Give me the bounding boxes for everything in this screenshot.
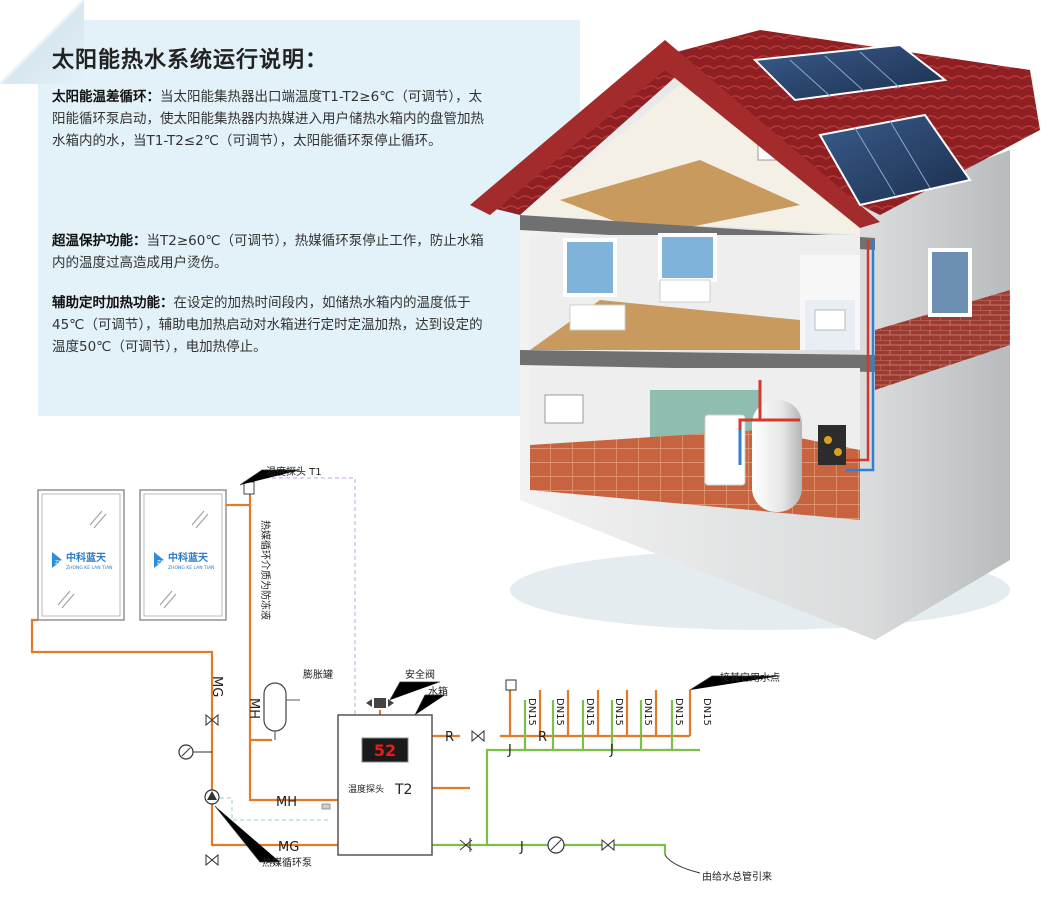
label-expansion-tank: 膨胀罐: [303, 668, 333, 681]
controller-box: [544, 394, 584, 424]
system-schematic: ZKL 中科蓝天 ZHONG KE LAN TIAN ZKL 中科蓝天 ZHON…: [30, 465, 780, 883]
label-other-outlets: 接其它用水点: [720, 671, 780, 684]
house-illustration: [470, 30, 1040, 640]
label-water-tank: 水箱: [428, 685, 448, 698]
temperature-display: [361, 737, 409, 763]
roof-edge: [470, 40, 880, 228]
section-heading: 辅助定时加热功能：: [52, 295, 174, 311]
label-t1-sensor: 温度探头 T1: [266, 465, 322, 478]
side-window: [928, 248, 972, 317]
section-heading: 太阳能温差循环：: [52, 89, 160, 105]
brand-name: 中科蓝天: [168, 551, 209, 564]
label-water-supply: 由给水总管引来: [702, 870, 772, 883]
display-value: 52: [374, 741, 396, 760]
logo-mark: ZKL: [55, 560, 65, 566]
label-mh: MH: [276, 795, 297, 810]
washbasin: [814, 309, 846, 331]
label-safety-valve: 安全阀: [405, 668, 435, 681]
sensor-wire-t1: [258, 477, 356, 790]
label-r: R: [445, 730, 454, 745]
label-j: J: [519, 840, 524, 855]
house-side-wall: [875, 150, 1010, 640]
section-aux-heating: 辅助定时加热功能：在设定的加热时间段内，如储热水箱内的温度低于45℃（可调节），…: [52, 292, 492, 358]
window: [563, 238, 617, 297]
section-body: 当太阳能集热器出口端温度T1-T2≥6℃（可调节），太阳能循环泵启动，使太阳能集…: [52, 89, 484, 149]
label-loop-fluid: 热媒循环介质为防冻液: [259, 520, 272, 620]
brand-name: 中科蓝天: [66, 551, 107, 564]
label-dn15: DN15: [701, 698, 712, 726]
valve: [601, 838, 615, 852]
valve: [205, 853, 219, 867]
t1-sensor: [243, 481, 255, 495]
label-dn15: DN15: [673, 698, 684, 726]
check-valve: [459, 838, 473, 852]
storage-tank: [752, 400, 802, 512]
label-mg-vertical: MG: [209, 676, 224, 697]
t2-sensor: [321, 803, 331, 810]
radiator: [569, 304, 626, 331]
sensor-wire-t2: [220, 797, 330, 821]
air-vent: [505, 679, 517, 691]
brick-band: [875, 290, 1010, 390]
page-fold: [0, 0, 84, 84]
label-j: J: [609, 743, 614, 758]
label-dn15: DN15: [584, 698, 595, 726]
section-heading: 超温保护功能：: [52, 233, 147, 249]
label-mh-vertical: MH: [246, 698, 261, 719]
collector-logo: ZKL 中科蓝天 ZHONG KE LAN TIAN: [52, 551, 113, 571]
valve: [471, 729, 485, 743]
window: [658, 233, 717, 282]
valve: [205, 713, 219, 727]
label-t2: T2: [394, 782, 412, 798]
logo-mark: ZKL: [157, 560, 167, 566]
label-circulation-pump: 热媒循环泵: [262, 856, 312, 869]
brand-subtitle: ZHONG KE LAN TIAN: [168, 565, 215, 571]
label-dn15: DN15: [613, 698, 624, 726]
label-r: R: [538, 730, 547, 745]
info-panel: [38, 20, 580, 416]
label-dn15: DN15: [642, 698, 653, 726]
attic-floor: [560, 160, 800, 235]
pump-station: [818, 425, 846, 465]
label-j: J: [507, 743, 512, 758]
brand-subtitle: ZHONG KE LAN TIAN: [66, 565, 113, 571]
label-t2-sensor: 温度探头: [348, 783, 384, 795]
section-overheat-protection: 超温保护功能：当T2≥60℃（可调节），热媒循环泵停止工作，防止水箱内的温度过高…: [52, 230, 492, 274]
section-body: 在设定的加热时间段内，如储热水箱内的温度低于45℃（可调节），辅助电加热启动对水…: [52, 295, 483, 355]
radiator: [659, 279, 711, 303]
label-dn15: DN15: [526, 698, 537, 726]
collector-logo: ZKL 中科蓝天 ZHONG KE LAN TIAN: [154, 551, 215, 571]
panel-title: 太阳能热水系统运行说明：: [52, 48, 329, 73]
label-mg: MG: [278, 840, 299, 855]
safety-valve: [374, 698, 386, 708]
section-solar-differential: 太阳能温差循环：当太阳能集热器出口端温度T1-T2≥6℃（可调节），太阳能循环泵…: [52, 86, 492, 152]
wall-boiler: [704, 414, 746, 486]
cold-water-pipes: [432, 700, 700, 855]
section-body: 当T2≥60℃（可调节），热媒循环泵停止工作，防止水箱内的温度过高造成用户烫伤。: [52, 233, 484, 271]
floor-slab-2: [520, 350, 875, 372]
label-dn15: DN15: [554, 698, 565, 726]
expansion-tank: [263, 682, 287, 732]
